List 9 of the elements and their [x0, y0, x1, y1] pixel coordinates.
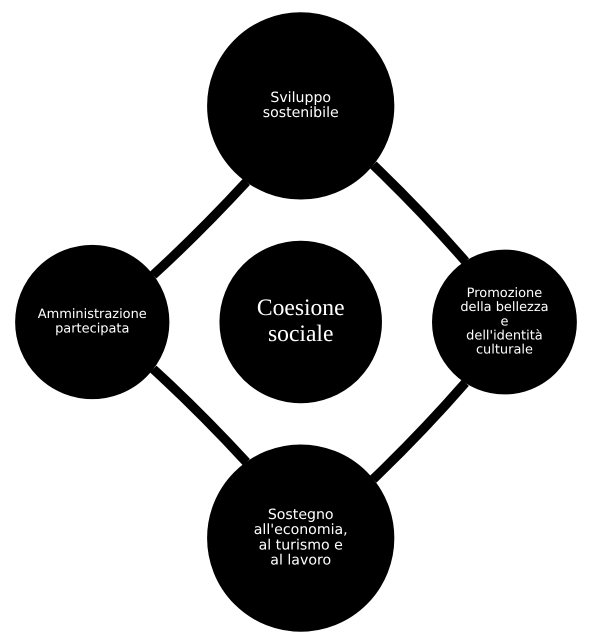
node-circle: Coesione sociale [219, 240, 382, 404]
node-circle: Sostegno all'economia, al turismo e al lavoro [207, 444, 394, 632]
connector [370, 380, 469, 483]
node-circle: Promozione della bellezza e dell'identità culturale [432, 250, 577, 394]
node-circle: Amministrazione partecipata [15, 244, 170, 400]
node-circle: Sviluppo sostenibile [207, 12, 394, 200]
connector [150, 366, 250, 466]
connector [150, 178, 250, 279]
connector [370, 162, 470, 265]
